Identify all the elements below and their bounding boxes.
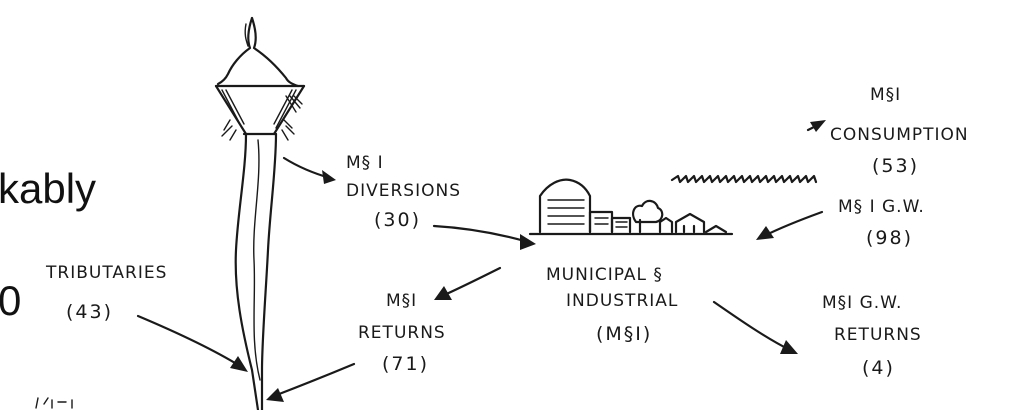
mi-center-label-1: MUNICIPAL § — [546, 265, 663, 285]
partial-slide-text-kably: kably — [0, 165, 97, 212]
arrow-dam-to-diversions — [282, 156, 336, 184]
arrow-mi-to-returns — [434, 266, 502, 300]
arrow-gw-to-mi — [756, 210, 824, 240]
mi-returns-label-2: RETURNS — [358, 323, 446, 343]
mi-gw-label: M§ I G.W. — [838, 197, 925, 217]
label-mi-center: MUNICIPAL § INDUSTRIAL (M§I) — [546, 265, 678, 345]
mi-center-label-3: (M§I) — [596, 323, 652, 345]
label-mi-gw-returns: M§I G.W. RETURNS (4) — [822, 293, 922, 379]
partial-text-bottom-left — [35, 397, 73, 409]
mi-diversions-label-1: M§ I — [346, 153, 384, 173]
mi-diversions-label-2: DIVERSIONS — [346, 181, 461, 201]
tributaries-label: TRIBUTARIES — [45, 263, 167, 283]
label-mi-diversions: M§ I DIVERSIONS (30) — [346, 153, 461, 231]
label-mi-consumption: M§I CONSUMPTION (53) — [830, 85, 969, 177]
mi-returns-label-1: M§I — [386, 291, 417, 311]
arrow-diversions-to-mi — [432, 224, 536, 250]
mi-gw-returns-value: (4) — [862, 357, 895, 379]
mi-gw-returns-label-2: RETURNS — [834, 325, 922, 345]
mi-gw-returns-label-1: M§I G.W. — [822, 293, 902, 313]
reservoir-dam-icon — [214, 16, 306, 141]
arrow-tributaries-to-river — [136, 314, 248, 372]
mi-gw-value: (98) — [866, 227, 913, 249]
river-channel — [234, 132, 278, 410]
label-mi-gw: M§ I G.W. (98) — [838, 197, 925, 249]
mi-diversions-value: (30) — [374, 209, 421, 231]
arrow-mi-to-gw-returns — [712, 300, 798, 354]
mi-consumption-value: (53) — [872, 155, 919, 177]
mi-center-label-2: INDUSTRIAL — [566, 291, 678, 311]
label-mi-returns: M§I RETURNS (71) — [358, 291, 446, 375]
municipal-industrial-icon — [528, 178, 734, 236]
mi-returns-value: (71) — [382, 353, 429, 375]
partial-slide-text-zero: 0 — [0, 277, 22, 324]
mi-consumption-label-2: CONSUMPTION — [830, 125, 969, 145]
label-tributaries: TRIBUTARIES (43) — [45, 263, 167, 323]
tributaries-value: (43) — [66, 301, 113, 323]
arrow-returns-to-river — [266, 362, 356, 402]
consumption-squiggle — [670, 120, 826, 184]
mi-consumption-label-1: M§I — [870, 85, 901, 105]
